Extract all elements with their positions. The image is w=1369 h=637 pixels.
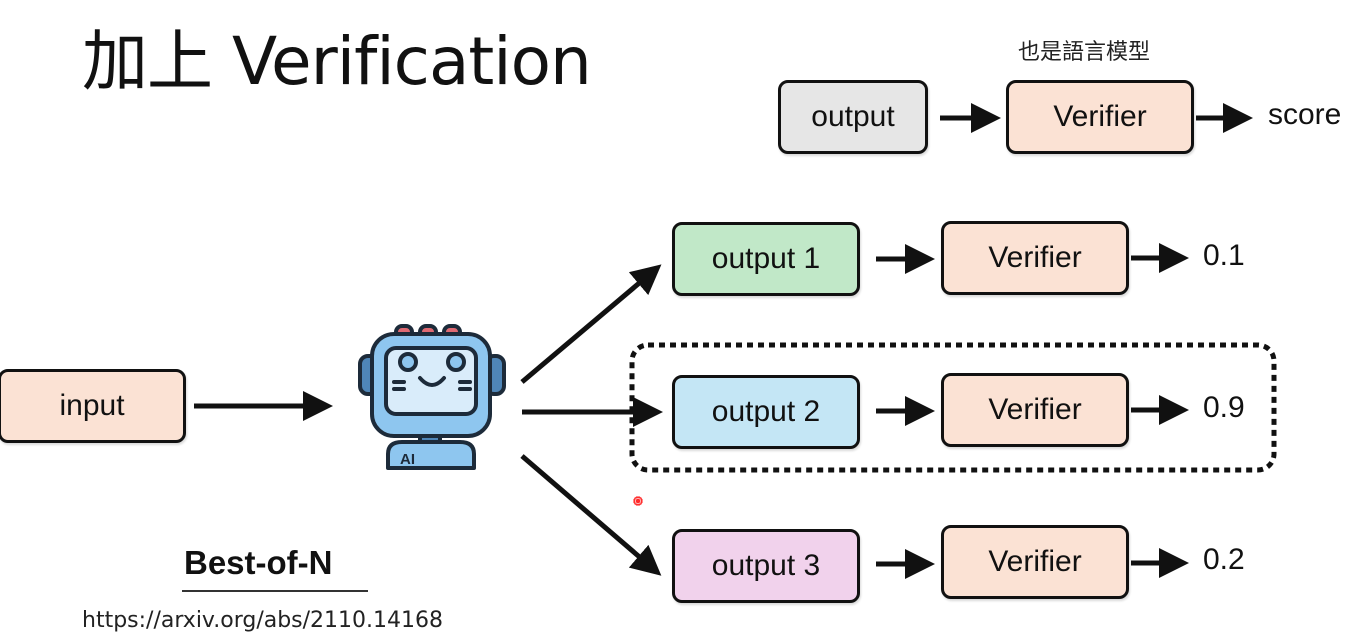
input-box: input — [0, 369, 186, 443]
verifier-3-label: Verifier — [988, 545, 1082, 578]
verifier-1-label: Verifier — [988, 241, 1082, 274]
arrow-model-to-output-1 — [520, 264, 662, 384]
output-2-label: output 2 — [711, 395, 821, 428]
score-1: 0.1 — [1203, 239, 1245, 272]
output-1-label: output 1 — [711, 242, 821, 275]
score-2: 0.9 — [1203, 391, 1245, 424]
best-candidate-highlight — [629, 342, 1277, 473]
slide-title: 加上 Verification — [82, 23, 592, 100]
ai-robot-icon — [358, 324, 506, 470]
legend-output-box: output — [778, 80, 928, 154]
legend-output-label: output — [811, 100, 895, 133]
verifier-1-box: Verifier — [941, 221, 1129, 295]
laser-pointer-dot — [633, 496, 643, 506]
method-label-underline — [182, 590, 368, 592]
verifier-annotation: 也是語言模型 — [1018, 40, 1151, 65]
robot-ai-text: AI — [400, 451, 415, 468]
output-3-box: output 3 — [672, 529, 860, 603]
score-3: 0.2 — [1203, 543, 1245, 576]
output-3-label: output 3 — [711, 549, 821, 582]
verifier-2-label: Verifier — [988, 393, 1082, 426]
verifier-3-box: Verifier — [941, 525, 1129, 599]
verifier-2-box: Verifier — [941, 373, 1129, 447]
output-1-box: output 1 — [672, 222, 860, 296]
legend-verifier-label: Verifier — [1053, 100, 1147, 133]
legend-score-label: score — [1268, 98, 1342, 131]
method-label: Best-of-N — [184, 544, 333, 581]
input-label: input — [59, 389, 125, 422]
reference-url[interactable]: https://arxiv.org/abs/2110.14168 — [82, 608, 444, 633]
output-2-box: output 2 — [672, 375, 860, 449]
legend-verifier-box: Verifier — [1006, 80, 1194, 154]
arrow-model-to-output-3 — [520, 454, 662, 576]
